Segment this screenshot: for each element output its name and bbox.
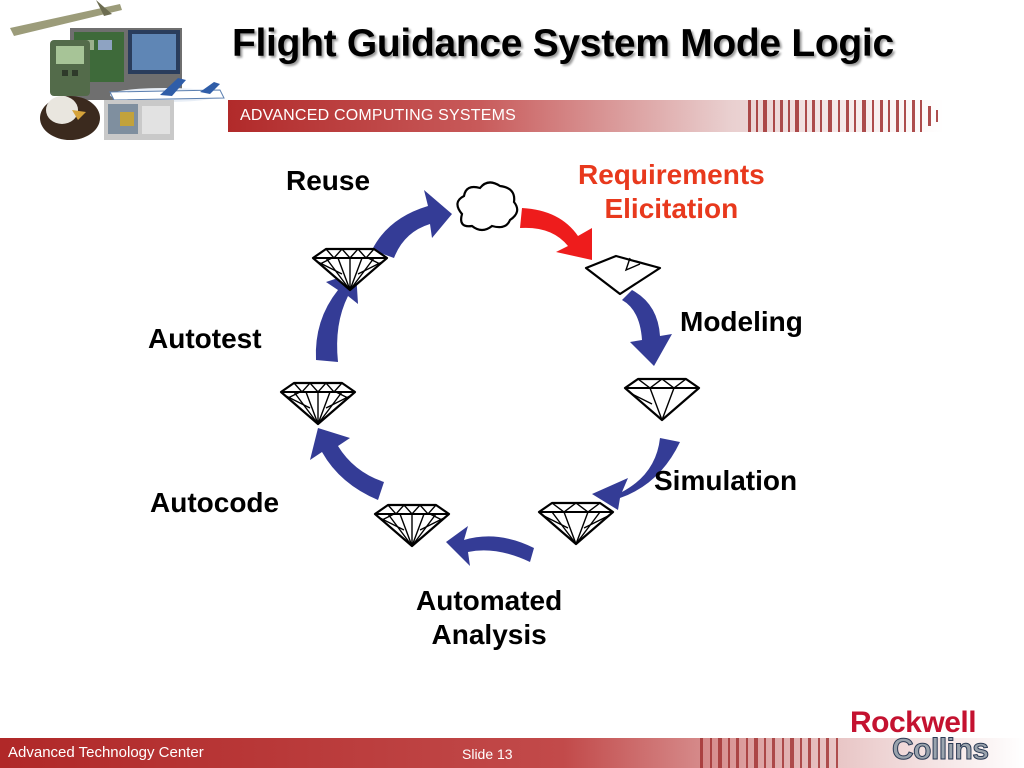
arrow-autocode-to-autotest <box>310 428 384 500</box>
stage-requirements-label: Requirements Elicitation <box>578 158 765 226</box>
company-logo-line1: Rockwell <box>850 706 977 739</box>
header-collage-image <box>10 0 225 140</box>
arrow-reuse-to-requirements-back <box>372 190 452 258</box>
rough-gem-icon <box>584 254 662 296</box>
arrow-modeling-to-simulation <box>622 290 672 366</box>
arrow-simulation-to-analysis <box>592 438 680 510</box>
page-title: Flight Guidance System Mode Logic <box>232 22 894 65</box>
diamond-icon-autotest <box>311 247 389 292</box>
arrow-analysis-to-autocode <box>446 526 534 566</box>
stage-requirements-line2: Elicitation <box>604 193 739 224</box>
stage-requirements-line1: Requirements <box>578 159 765 190</box>
arrow-reuse-to-requirements <box>520 208 592 260</box>
slide-number: Slide 13 <box>462 746 513 762</box>
cut-gem-icon <box>537 501 615 546</box>
cloud-icon <box>456 181 519 232</box>
stage-autocode-label: Autocode <box>150 487 280 518</box>
header-banner <box>228 100 944 132</box>
company-logo-line2: Collins <box>892 733 990 767</box>
stage-autotest-label: Autotest <box>148 323 262 354</box>
stage-simulation-label: Simulation <box>654 465 798 496</box>
stage-analysis-line2: Analysis <box>431 619 547 650</box>
stage-analysis-label: Automated Analysis <box>416 584 562 652</box>
arrow-autotest-to-reuse <box>315 272 358 362</box>
stage-reuse-label: Reuse <box>286 165 371 196</box>
stage-analysis-line1: Automated <box>416 585 563 616</box>
footer-organization: Advanced Technology Center <box>8 744 204 761</box>
stage-modeling-label: Modeling <box>680 306 803 337</box>
footer-bar <box>0 738 1024 768</box>
partly-cut-gem-icon <box>623 377 701 422</box>
faceted-gem-icon <box>373 503 451 548</box>
diamond-icon-autocode <box>279 381 357 426</box>
banner-text: ADVANCED COMPUTING SYSTEMS <box>240 107 517 124</box>
